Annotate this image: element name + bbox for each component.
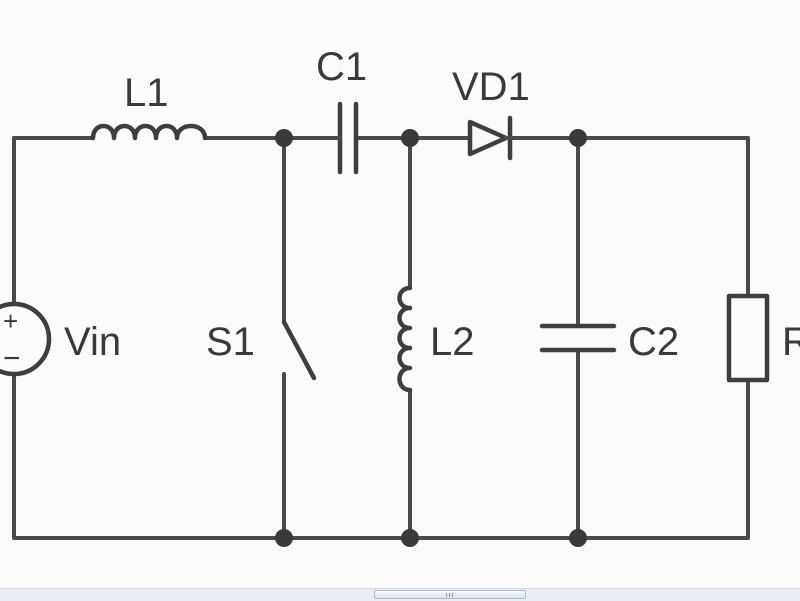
diode-label: VD1 bbox=[452, 65, 530, 109]
resistor-icon bbox=[726, 293, 770, 383]
switch-label: S1 bbox=[206, 320, 255, 364]
inductor-icon bbox=[397, 285, 413, 393]
junction-dot bbox=[401, 129, 419, 147]
scrollbar-thumb[interactable] bbox=[374, 590, 526, 599]
capacitor-icon bbox=[330, 101, 359, 175]
voltage-source-icon: + − bbox=[0, 301, 52, 377]
load-label: R bbox=[782, 320, 800, 364]
output-capacitor-label: C2 bbox=[628, 320, 679, 364]
scrollbar-grip bbox=[452, 593, 453, 597]
source-label: Vin bbox=[64, 320, 121, 364]
junction-dot bbox=[569, 129, 587, 147]
diode-icon bbox=[467, 115, 520, 161]
scrollbar-grip bbox=[446, 593, 447, 597]
shunt-inductor-label: L2 bbox=[430, 320, 475, 364]
inductor-icon bbox=[90, 123, 208, 141]
switch-icon bbox=[281, 319, 317, 381]
coupling-capacitor-label: C1 bbox=[316, 45, 367, 89]
input-inductor-label: L1 bbox=[124, 71, 169, 115]
junction-dot bbox=[401, 529, 419, 547]
scrollbar-grip bbox=[449, 593, 450, 597]
junction-dot bbox=[569, 529, 587, 547]
capacitor-icon bbox=[539, 323, 617, 353]
source-minus-sign: − bbox=[3, 342, 21, 375]
junction-dot bbox=[275, 529, 293, 547]
junction-dot bbox=[275, 129, 293, 147]
source-plus-sign: + bbox=[3, 306, 18, 336]
